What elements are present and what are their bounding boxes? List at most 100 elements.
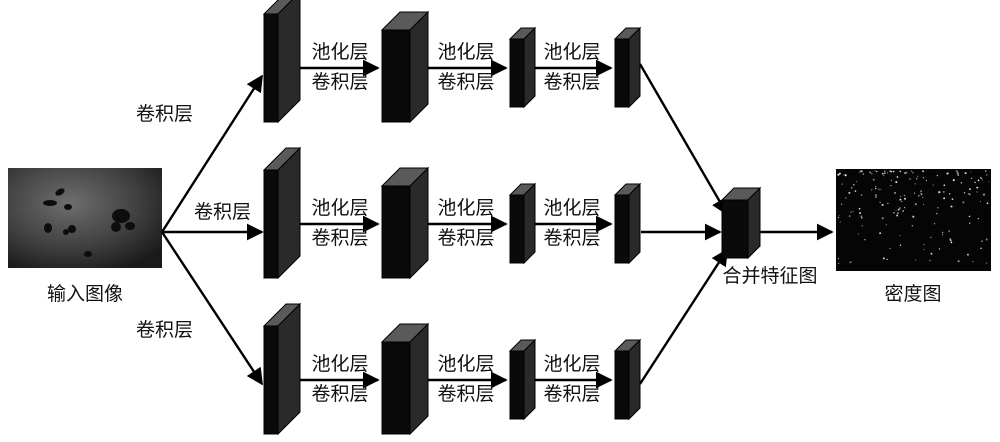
conv-block-3-top (510, 28, 535, 107)
density-dot (948, 230, 950, 232)
density-dot (875, 188, 876, 189)
density-dot (912, 225, 913, 226)
density-dot (920, 190, 922, 192)
density-dot (942, 234, 943, 235)
merged-block-shape (722, 188, 760, 258)
density-dot (986, 239, 988, 241)
density-dot (943, 191, 945, 193)
density-dot (845, 174, 847, 176)
conv-label-2-top: 卷积层 (437, 71, 494, 93)
density-dot (912, 216, 914, 218)
density-dot (915, 203, 917, 205)
density-dot (900, 196, 901, 197)
conv-block-4-middle (615, 184, 640, 263)
density-dot (970, 171, 971, 172)
density-dot (922, 197, 923, 198)
density-dot (909, 179, 910, 180)
density-dot (890, 185, 891, 186)
density-dot (898, 209, 900, 211)
density-dot (958, 260, 960, 262)
pool-label-3-middle: 池化层 (543, 197, 600, 219)
density-dot (884, 170, 886, 172)
density-dot (899, 199, 901, 201)
pool-label-2-top: 池化层 (437, 41, 494, 63)
density-dot (950, 239, 952, 241)
conv-block-3-middle (510, 184, 535, 263)
density-dot (843, 174, 844, 175)
density-dot (980, 248, 981, 249)
density-dot (894, 192, 896, 194)
density-dot (839, 215, 840, 216)
density-dot (879, 202, 880, 203)
density-dot (956, 170, 958, 172)
density-dot (860, 215, 862, 217)
density-dot (849, 215, 851, 217)
density-dot (978, 218, 979, 219)
density-dot (985, 170, 987, 172)
density-dot (899, 170, 901, 172)
density-dot (875, 196, 876, 197)
density-dot (850, 261, 852, 263)
density-dot (912, 172, 914, 174)
density-dot (893, 171, 895, 173)
density-dot (986, 174, 988, 176)
density-dot (882, 204, 884, 206)
density-dot (952, 198, 954, 200)
density-dot (964, 192, 966, 194)
density-dot (842, 184, 843, 185)
density-dot (946, 173, 948, 175)
density-dot (950, 205, 952, 207)
density-dot (933, 185, 934, 186)
pool-label-1-top: 池化层 (311, 41, 368, 63)
density-dot (879, 232, 881, 234)
merge-features-label: 合并特征图 (722, 265, 817, 287)
density-dot (937, 207, 939, 209)
pool-label-2-middle: 池化层 (437, 197, 494, 219)
density-dot (861, 194, 863, 196)
density-dot (855, 190, 857, 192)
density-dot (858, 233, 859, 234)
density-map (836, 169, 991, 271)
density-dot (862, 171, 863, 172)
conv-label-1-middle: 卷积层 (311, 227, 368, 249)
density-dot (895, 181, 897, 183)
density-dot (895, 210, 896, 211)
pool-label-3-bottom: 池化层 (543, 353, 600, 375)
density-dot (934, 223, 935, 224)
density-dot (838, 263, 839, 264)
density-dot (891, 180, 892, 181)
density-dot (968, 193, 970, 195)
density-dot (838, 217, 839, 218)
density-dot (936, 213, 937, 214)
density-dot (880, 189, 881, 190)
density-dot (978, 180, 980, 182)
density-dot (911, 170, 913, 172)
conv-block-2-top (382, 12, 428, 122)
density-dot (876, 171, 878, 173)
density-dot (838, 258, 839, 259)
conv-label-3-top: 卷积层 (543, 71, 600, 93)
density-dot (910, 178, 911, 179)
density-dot (869, 171, 871, 173)
density-dot (850, 211, 851, 212)
density-dot (987, 202, 989, 204)
density-dot (916, 178, 918, 180)
density-dot (981, 240, 982, 241)
density-dot (942, 232, 943, 233)
density-dot (915, 183, 916, 184)
conv-block-2-bottom (382, 324, 428, 434)
density-dot (974, 182, 976, 184)
density-dot (953, 179, 955, 181)
density-dot (949, 193, 950, 194)
branch-rows: 池化层卷积层池化层卷积层池化层卷积层池化层卷积层池化层卷积层池化层卷积层池化层卷… (264, 0, 640, 434)
density-dot (980, 201, 981, 202)
input-image (8, 168, 162, 268)
density-dot (874, 170, 875, 171)
density-dot (986, 262, 987, 263)
density-dot (980, 177, 981, 178)
density-dot (937, 175, 938, 176)
density-dot (926, 180, 927, 181)
conv-block-4-top (615, 28, 640, 107)
density-dot (887, 203, 888, 204)
